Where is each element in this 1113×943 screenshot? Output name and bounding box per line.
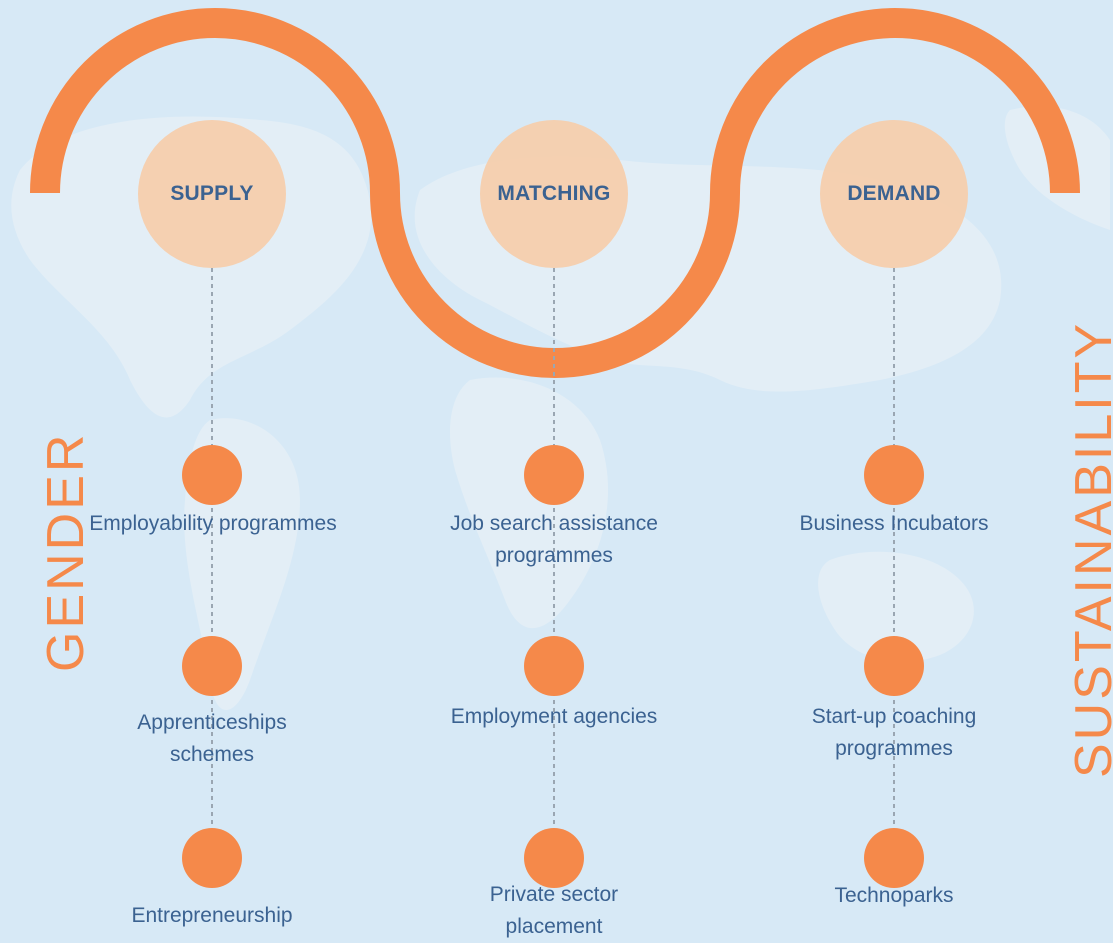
pillar-circle-demand: DEMAND (820, 120, 968, 268)
pillar-title: DEMAND (847, 182, 941, 205)
item-dot (182, 636, 242, 696)
item-label: Business Incubators (799, 512, 989, 535)
item-dot (524, 445, 584, 505)
item-label: Start-up coaching programmes (811, 705, 977, 760)
item-dot (182, 828, 242, 888)
item-dot (864, 445, 924, 505)
pillar-title: SUPPLY (170, 182, 254, 205)
item-label: Employment agencies (450, 705, 658, 728)
item-label: Technoparks (834, 884, 954, 907)
wave-ribbon (30, 8, 1080, 378)
pillar-circle-supply: SUPPLY (138, 120, 286, 268)
item-label: Employability programmes (89, 512, 337, 535)
item-label: Private sector placement (489, 883, 619, 938)
item-dot (524, 828, 584, 888)
item-dot (864, 636, 924, 696)
side-label-right: SUSTAINABILITY (1065, 320, 1113, 778)
item-label: Job search assistance programmes (450, 512, 658, 567)
pillar-title: MATCHING (497, 182, 611, 205)
item-dot (864, 828, 924, 888)
item-dot (524, 636, 584, 696)
pillar-circle-matching: MATCHING (480, 120, 628, 268)
item-label: Apprenticeships schemes (137, 711, 287, 766)
item-label: Entrepreneurship (131, 904, 293, 927)
side-label-left: GENDER (37, 431, 95, 672)
item-dot (182, 445, 242, 505)
